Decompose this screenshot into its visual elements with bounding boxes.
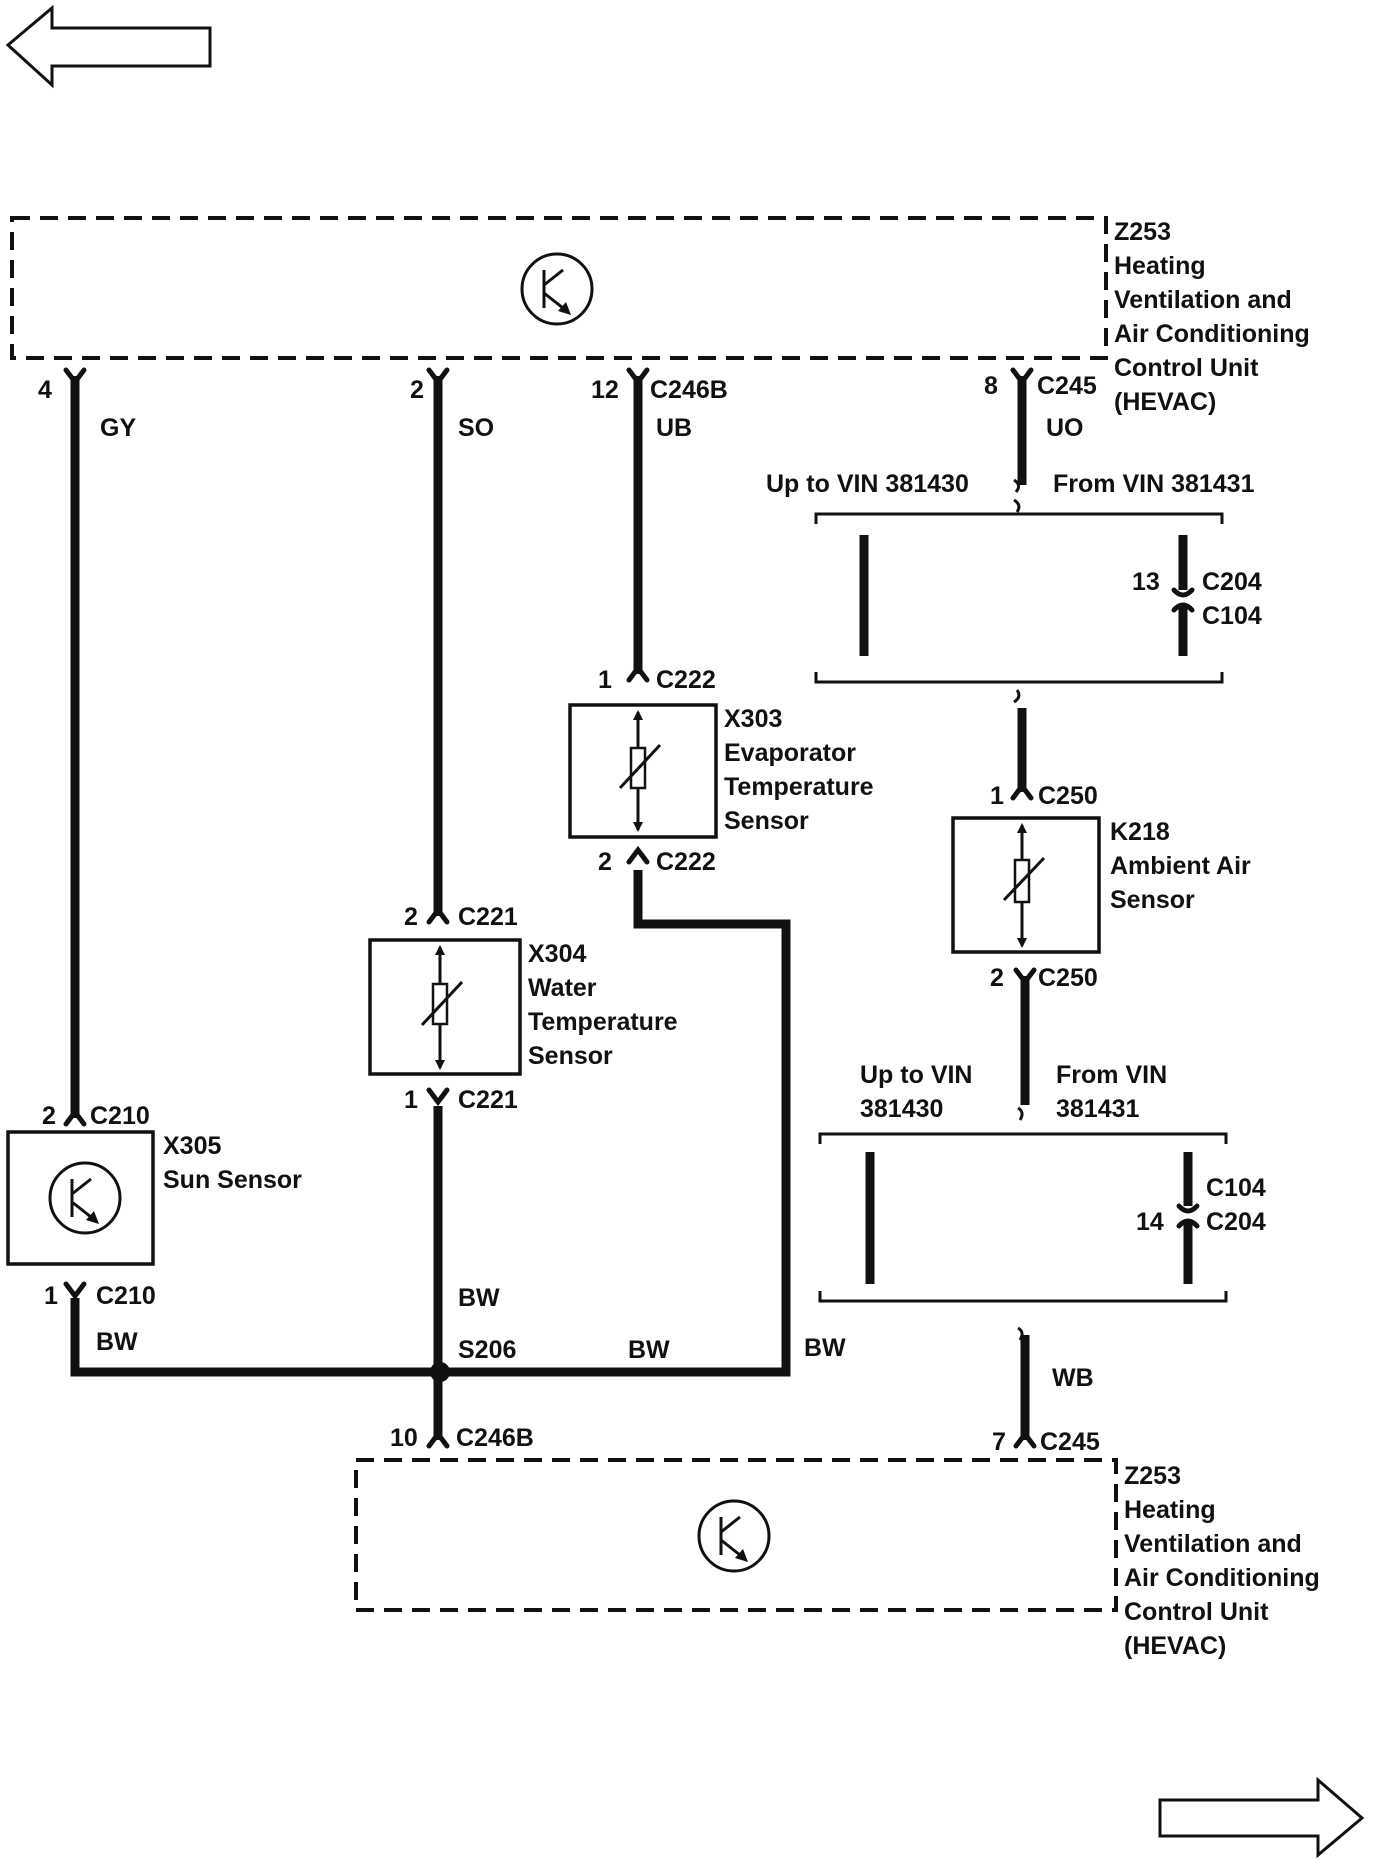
ambient-air-sensor: K218 Ambient Air Sensor [951, 816, 1251, 954]
next-page-arrow[interactable] [1158, 1776, 1365, 1859]
variant1-up: Up to VIN 381430 [766, 470, 969, 498]
variant2-up-line1: Up to VIN [860, 1061, 973, 1089]
wire-label-wb: WB [1052, 1364, 1094, 1392]
pin-bot-wb: 7 [992, 1428, 1006, 1456]
pin-top-uo: 8 [984, 372, 998, 400]
conn-water-out: C221 [458, 1086, 518, 1114]
hevac-top-line-5: (HEVAC) [1114, 388, 1216, 416]
conn-bot-bw: C246B [456, 1424, 534, 1452]
hevac-top-line-1: Heating [1114, 252, 1206, 280]
pin-evap-in: 1 [598, 666, 612, 694]
water-line-2: Temperature [528, 1008, 678, 1036]
conn-inline1-a: C204 [1202, 568, 1262, 596]
wire-label-ub: UB [656, 414, 692, 442]
variant1-from: From VIN 381431 [1053, 470, 1255, 498]
hevac-top-line-2: Ventilation and [1114, 286, 1292, 314]
pin-amb-out: 2 [990, 964, 1004, 992]
sun-line-1: Sun Sensor [163, 1166, 302, 1194]
pin-inline2: 14 [1136, 1208, 1164, 1236]
hevac-bottom-line-2: Ventilation and [1124, 1530, 1302, 1558]
hevac-bottom-line-3: Air Conditioning [1124, 1564, 1320, 1592]
conn-top-ub: C246B [650, 376, 728, 404]
evap-id: X303 [724, 705, 782, 733]
hevac-bottom-line-5: (HEVAC) [1124, 1632, 1226, 1660]
pin-evap-out: 2 [598, 848, 612, 876]
variant2-up-line2: 381430 [860, 1095, 943, 1123]
connector-pins [63, 367, 1037, 1449]
hevac-top-line-4: Control Unit [1114, 354, 1259, 382]
evap-line-2: Temperature [724, 773, 874, 801]
photo-transistor-icon [48, 1161, 122, 1235]
vin-variant-block-1: Up to VIN 381430 From VIN 381431 [766, 470, 1255, 704]
conn-top-uo: C245 [1037, 372, 1097, 400]
pin-water-in: 2 [404, 903, 418, 931]
hevac-top-line-3: Air Conditioning [1114, 320, 1310, 348]
conn-evap-out: C222 [656, 848, 716, 876]
conn-sun-out: C210 [96, 1282, 156, 1310]
wire-label-gy: GY [100, 414, 136, 442]
conn-sun-in: C210 [90, 1102, 150, 1130]
conn-bot-wb: C245 [1040, 1428, 1100, 1456]
transistor-icon [520, 252, 594, 326]
pin-top-gy: 4 [38, 376, 52, 404]
conn-evap-in: C222 [656, 666, 716, 694]
hevac-bottom-line-4: Control Unit [1124, 1598, 1269, 1626]
evap-line-3: Sensor [724, 807, 809, 835]
splice-dot [430, 1362, 450, 1382]
pin-sun-in: 2 [42, 1102, 56, 1130]
conn-inline2-a: C104 [1206, 1174, 1266, 1202]
wire-bw-main [70, 870, 791, 1440]
conn-amb-in: C250 [1038, 782, 1098, 810]
conn-amb-out: C250 [1038, 964, 1098, 992]
sun-sensor: X305 Sun Sensor [6, 1130, 302, 1266]
wire-label-uo: UO [1046, 414, 1084, 442]
pin-top-so: 2 [410, 376, 424, 404]
pin-sun-out: 1 [44, 1282, 58, 1310]
pin-amb-in: 1 [990, 782, 1004, 810]
wire-label-so: SO [458, 414, 494, 442]
pin-water-out: 1 [404, 1086, 418, 1114]
splice-label: S206 [458, 1336, 516, 1364]
water-line-3: Sensor [528, 1042, 613, 1070]
pin-bot-bw: 10 [390, 1424, 418, 1452]
conn-inline2-b: C204 [1206, 1208, 1266, 1236]
hevac-bottom-module: Z253 Heating Ventilation and Air Conditi… [354, 1458, 1320, 1660]
ambient-line-1: Ambient Air [1110, 852, 1251, 880]
wire-color-labels: GY SO UB UO BW BW S206 BW BW WB [96, 414, 1094, 1392]
sun-id: X305 [163, 1132, 221, 1160]
vin-variant-block-2: Up to VIN 381430 From VIN 381431 [818, 1061, 1228, 1303]
previous-page-arrow[interactable] [5, 4, 212, 89]
ambient-id: K218 [1110, 818, 1170, 846]
pin-top-ub: 12 [591, 376, 619, 404]
variant2-from-line1: From VIN [1056, 1061, 1167, 1089]
wire-label-bw-mid: BW [628, 1336, 670, 1364]
evaporator-sensor: X303 Evaporator Temperature Sensor [568, 703, 874, 839]
wire-label-bw-water: BW [458, 1284, 500, 1312]
transistor-icon [697, 1499, 771, 1573]
hevac-top-module: Z253 Heating Ventilation and Air Conditi… [10, 216, 1310, 416]
water-id: X304 [528, 940, 586, 968]
ambient-line-2: Sensor [1110, 886, 1195, 914]
water-line-1: Water [528, 974, 597, 1002]
hevac-top-id: Z253 [1114, 218, 1171, 246]
variant2-from-line2: 381431 [1056, 1095, 1140, 1123]
wire-label-bw-right: BW [804, 1334, 846, 1362]
hevac-bottom-line-1: Heating [1124, 1496, 1216, 1524]
pin-inline1: 13 [1132, 568, 1160, 596]
hevac-bottom-id: Z253 [1124, 1462, 1181, 1490]
evap-line-1: Evaporator [724, 739, 856, 767]
pin-labels: 4 2 12 C246B 8 C245 1 C222 2 C222 2 C221… [38, 372, 1266, 1456]
wire-label-bw-sun: BW [96, 1328, 138, 1356]
water-temperature-sensor: X304 Water Temperature Sensor [368, 938, 678, 1076]
conn-water-in: C221 [458, 903, 518, 931]
conn-inline1-b: C104 [1202, 602, 1262, 630]
